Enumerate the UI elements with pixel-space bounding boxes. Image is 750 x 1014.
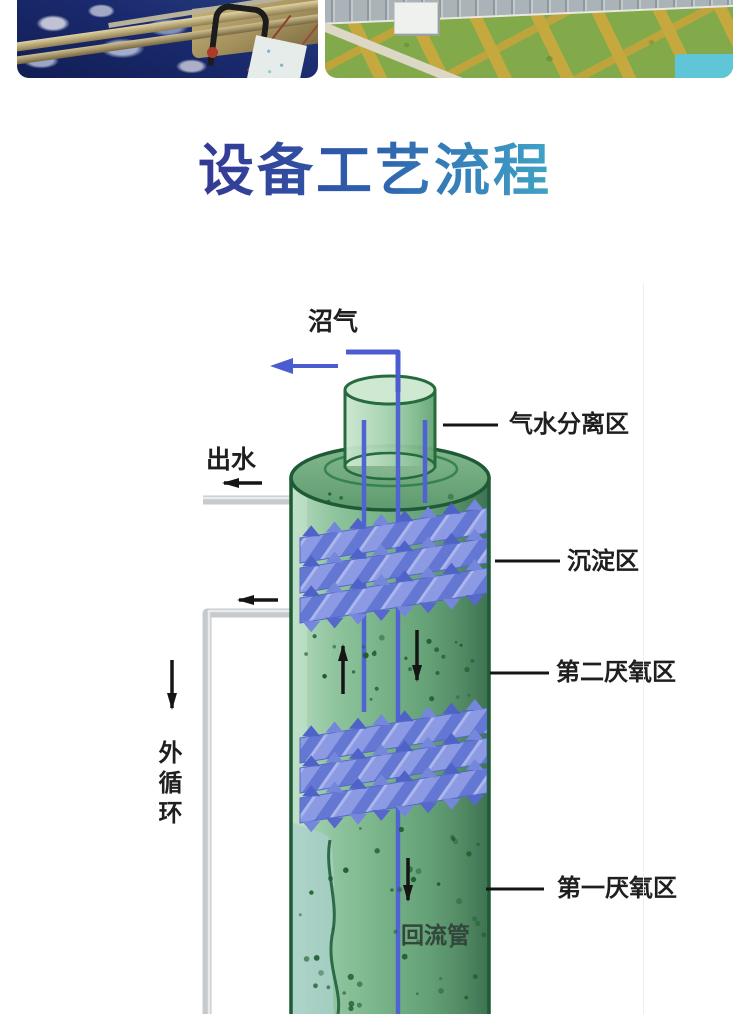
gas-water-separator <box>343 374 437 481</box>
plant-aerial-photo <box>325 0 733 78</box>
sedimentation-label: 沉淀区 <box>567 548 639 575</box>
second-anaerobic-label: 第二厌氧区 <box>556 659 676 686</box>
return-pipe-label: 回流管 <box>401 922 470 948</box>
aeration-tank-photo <box>17 0 318 78</box>
sedimentation-module <box>299 507 487 624</box>
effluent-pipe <box>203 495 293 505</box>
valve-art <box>206 46 218 58</box>
granular-sludge-dots <box>298 492 487 1012</box>
anaerobic-module <box>299 707 487 824</box>
flow-arrows <box>167 478 422 902</box>
external-circulation-label: 外循环 <box>154 740 181 830</box>
module-teeth <box>302 498 484 833</box>
biogas-label: 沼气 <box>308 308 359 336</box>
building-art <box>394 1 439 34</box>
external-circulation-pipe <box>202 608 291 1014</box>
section-title: 设备工艺流程 <box>0 139 750 203</box>
gas-water-separation-label: 气水分离区 <box>509 411 629 438</box>
first-anaerobic-label: 第一厌氧区 <box>557 875 677 902</box>
biogas-pipe <box>270 349 401 392</box>
pointer-lines <box>443 423 560 891</box>
diagram-image-edge <box>643 283 644 1014</box>
effluent-label: 出水 <box>206 446 257 474</box>
pool-art <box>675 54 733 78</box>
